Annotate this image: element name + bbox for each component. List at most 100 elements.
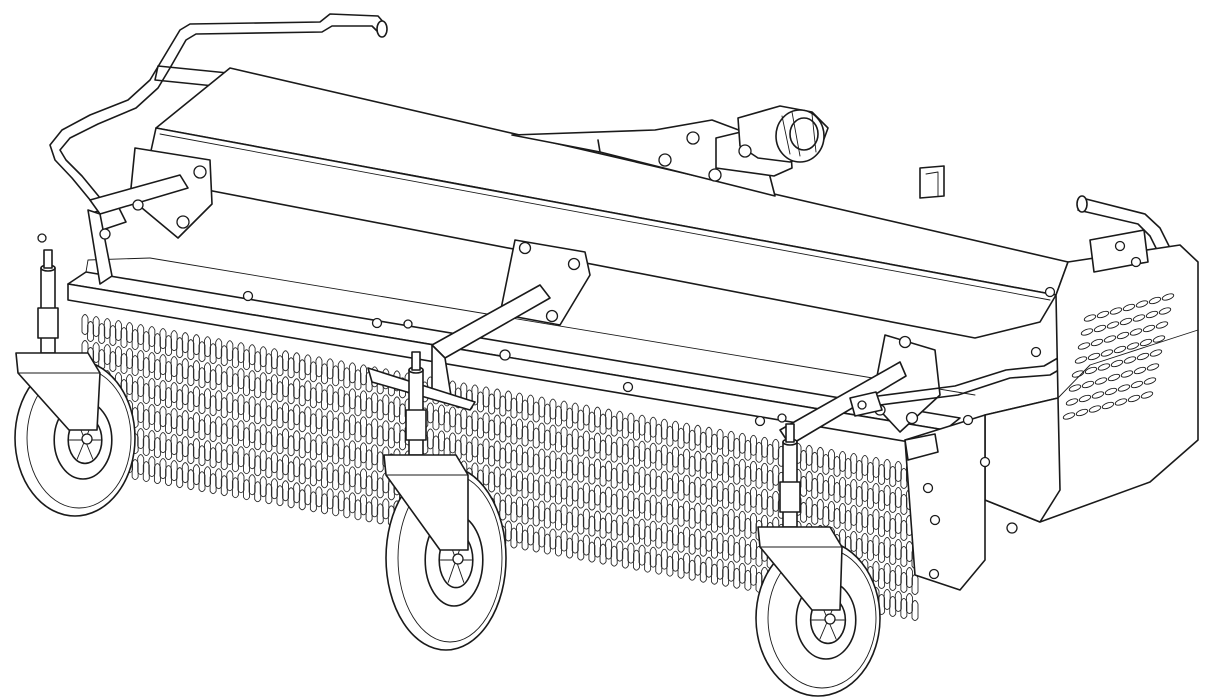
rake-tine xyxy=(309,465,317,487)
rake-tine xyxy=(738,510,746,532)
rake-tine xyxy=(666,477,674,499)
rake-tine xyxy=(159,328,167,350)
rake-tine xyxy=(738,562,746,584)
rake-tine xyxy=(426,428,434,450)
rake-tine xyxy=(878,490,886,511)
vent-slot xyxy=(1090,338,1104,347)
rake-tine xyxy=(705,426,713,448)
rake-tine xyxy=(337,464,345,486)
rake-tine xyxy=(683,474,691,496)
rake-tine xyxy=(666,529,674,551)
rake-tine xyxy=(755,467,763,489)
rake-tine xyxy=(649,546,657,568)
rake-tine xyxy=(677,453,685,475)
rake-tine xyxy=(538,396,546,418)
rake-tine xyxy=(616,488,624,510)
rake-tine xyxy=(254,429,262,451)
rake-tine xyxy=(248,344,256,366)
rake-tine xyxy=(627,542,635,564)
rake-tine xyxy=(833,507,841,529)
rake-tine xyxy=(878,568,886,589)
rake-tine xyxy=(270,348,278,370)
rake-tine xyxy=(750,564,757,586)
rake-tine xyxy=(900,598,908,619)
rake-tine xyxy=(215,442,223,464)
rake-tine xyxy=(181,384,189,406)
rake-tine xyxy=(293,456,301,478)
rake-tine xyxy=(504,416,512,438)
rake-tine xyxy=(850,478,858,500)
rake-tine xyxy=(438,404,445,426)
vent-slot xyxy=(1122,303,1136,312)
rake-tine xyxy=(504,468,512,490)
rake-tine xyxy=(243,427,250,449)
rake-tine xyxy=(577,487,585,509)
rake-tine xyxy=(766,469,774,491)
rake-tine xyxy=(282,480,289,502)
rake-tine xyxy=(471,410,479,432)
rake-tine xyxy=(226,444,234,466)
rake-tine xyxy=(705,530,713,552)
rake-tine xyxy=(376,425,384,447)
rake-tine xyxy=(287,357,295,379)
rake-tine xyxy=(465,415,473,437)
rake-tine xyxy=(354,421,362,443)
rake-tine xyxy=(688,455,696,477)
rake-tine xyxy=(850,504,858,526)
rake-tine xyxy=(293,352,301,374)
rake-tine xyxy=(181,332,189,354)
rake-tine xyxy=(772,438,780,460)
rake-tine xyxy=(265,353,273,375)
rake-tine xyxy=(532,453,540,475)
rake-tine xyxy=(198,471,206,493)
rake-tine xyxy=(566,407,574,429)
vent-slot xyxy=(1077,342,1091,350)
rake-tine xyxy=(549,528,557,550)
rake-tine xyxy=(683,552,691,574)
rake-tine xyxy=(894,539,902,560)
rake-tine xyxy=(315,434,323,456)
rake-tine xyxy=(337,386,345,408)
rake-tine xyxy=(521,503,529,525)
rake-tine xyxy=(243,479,250,501)
rake-tine xyxy=(827,448,835,470)
vent-slot xyxy=(1106,321,1120,329)
rake-tine xyxy=(738,484,746,506)
vent-slot xyxy=(1113,345,1127,354)
rake-tine xyxy=(672,550,679,572)
rake-tine xyxy=(744,543,752,565)
rake-tine xyxy=(722,461,730,483)
rake-tine xyxy=(677,479,685,501)
rake-tine xyxy=(332,443,340,465)
rake-tine xyxy=(114,320,122,341)
rake-tine xyxy=(605,486,613,508)
rake-tine xyxy=(588,515,596,537)
rake-tine xyxy=(321,467,328,489)
rake-tine xyxy=(605,460,613,482)
frame-bolts xyxy=(242,290,766,427)
rake-tine xyxy=(399,403,406,425)
rake-tine xyxy=(259,450,267,472)
rake-tine xyxy=(699,431,707,453)
vent-slot xyxy=(1071,370,1085,378)
vent-slot xyxy=(1097,363,1111,371)
rake-tine xyxy=(521,425,529,447)
vent-slot xyxy=(1104,387,1118,396)
rake-tine xyxy=(577,461,585,483)
rake-tine xyxy=(165,335,173,357)
rake-tine xyxy=(170,356,178,378)
rake-tine xyxy=(176,363,184,385)
rake-tine xyxy=(549,398,557,420)
rake-tine xyxy=(243,375,250,397)
rake-tine xyxy=(282,428,289,450)
rake-tine xyxy=(259,346,267,368)
rake-tine xyxy=(259,424,267,446)
rake-tine xyxy=(204,414,211,436)
rake-tine xyxy=(816,472,824,494)
rake-tine xyxy=(855,512,863,533)
rake-tine xyxy=(666,555,674,577)
rake-tine xyxy=(287,435,295,457)
rake-tine xyxy=(265,379,273,401)
rake-tine xyxy=(516,470,523,492)
